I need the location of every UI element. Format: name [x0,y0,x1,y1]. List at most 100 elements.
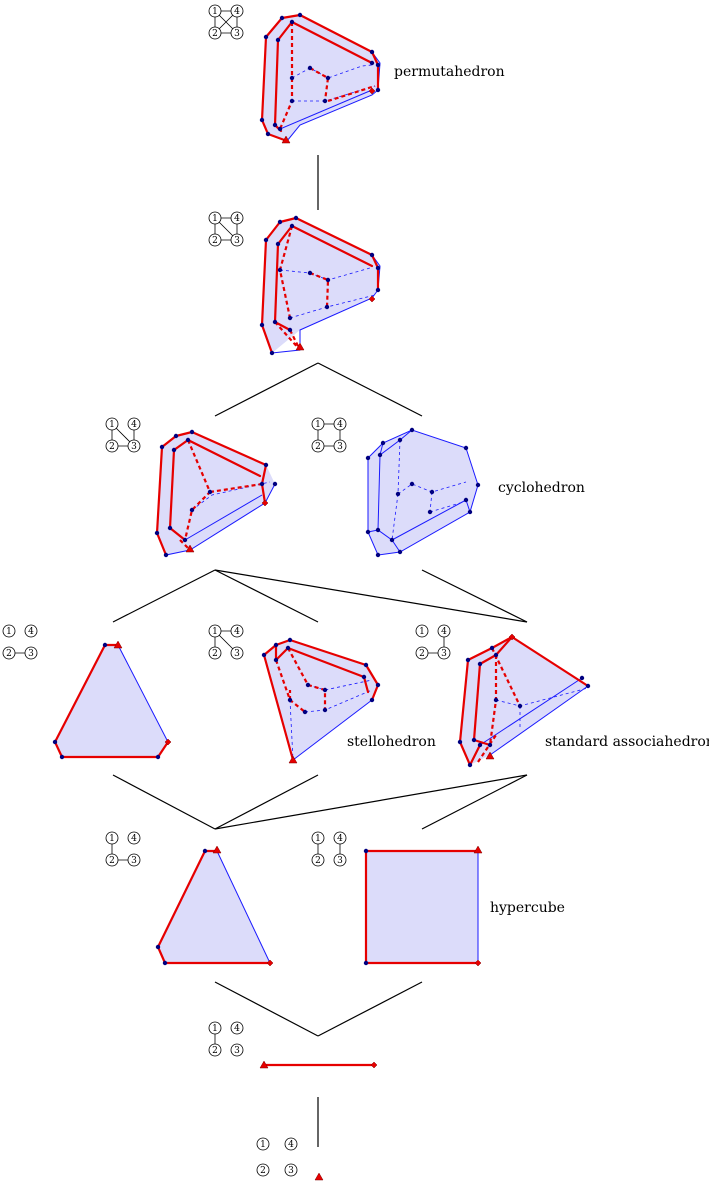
standard-associahedron-polytope [457,633,591,768]
graph-node-1 [105,417,119,431]
row2-polytope [259,215,381,356]
diamond-marker [508,633,516,641]
graph-node-label: 3 [131,856,137,866]
hasse-edge [214,774,319,830]
hasse-edge [214,362,319,417]
graph-node-4 [127,417,141,431]
graph-node-label: 4 [288,1140,294,1150]
graph-node-label: 1 [260,1140,266,1150]
segment-polytope [259,1060,378,1069]
graph-node-2 [105,853,119,867]
graph-node-3 [333,439,347,453]
graph-node-2 [208,1043,222,1057]
hasse-edge [214,774,528,830]
hasse-edge [214,981,319,1037]
standard-associahedron-label: standard associahedron [545,734,709,750]
graph-node-3 [437,646,451,660]
graph-node-4 [24,624,38,638]
graph-node-4 [127,831,141,845]
graph-node-label: 1 [315,420,321,430]
graph-node-3 [284,1163,298,1177]
graph-node-2 [208,26,222,40]
graph-node-1 [311,417,325,431]
hypercube-label: hypercube [490,900,565,916]
g-row2-graph: 1 2 3 4 [208,211,244,247]
graph-node-label: 1 [212,7,218,17]
graph-node-3 [127,853,141,867]
graph-node-3 [230,26,244,40]
cyclohedron-label: cyclohedron [498,480,585,496]
graph-node-label: 2 [6,649,12,659]
graph-node-label: 1 [6,627,12,637]
graph-node-4 [230,4,244,18]
graph-node-label: 1 [109,420,115,430]
graph-node-label: 4 [131,420,137,430]
graph-node-label: 3 [234,1046,240,1056]
g-row4a-graph: 1 2 3 4 [2,624,38,660]
hasse-edge [112,569,216,623]
graph-node-label: 1 [109,834,115,844]
graph-node-label: 4 [234,214,240,224]
diamond-marker [261,499,269,507]
triangle-marker [314,1172,324,1181]
graph-node-2 [105,439,119,453]
graph-node-label: 4 [234,7,240,17]
diamond-marker [164,738,172,746]
graph-node-2 [256,1163,270,1177]
graph-node-1 [208,624,222,638]
graph-node-1 [208,1021,222,1035]
graph-node-1 [415,624,429,638]
vertex-dots [363,848,369,966]
graph-node-label: 4 [337,834,343,844]
graph-node-3 [24,646,38,660]
graph-node-2 [208,233,222,247]
graph-node-4 [230,1021,244,1035]
graph-node-label: 1 [212,627,218,637]
triangle-marker [212,845,222,854]
vertex-dots [52,642,161,760]
graph-node-4 [333,417,347,431]
graph-node-label: 3 [441,649,447,659]
point-polytope [314,1172,324,1181]
vertex-dots [261,637,381,715]
graph-node-label: 3 [28,649,34,659]
hasse-edge [112,774,216,830]
graph-node-2 [311,439,325,453]
graph-node-label: 2 [419,649,425,659]
graph-node-label: 4 [131,834,137,844]
diamond-marker [370,1061,378,1069]
graph-node-label: 2 [315,856,321,866]
diamond-marker [368,87,376,95]
triangle-marker [259,1060,269,1069]
graph-node-label: 4 [28,627,34,637]
graph-node-4 [230,211,244,225]
vertex-dots [365,427,481,558]
graph-node-3 [230,1043,244,1057]
triangle-marker [473,845,483,854]
graph-node-4 [333,831,347,845]
graph-node-label: 2 [212,236,218,246]
triangle-marker [295,342,305,351]
graph-node-label: 2 [212,29,218,39]
graph-node-label: 1 [212,214,218,224]
graph-node-label: 3 [337,856,343,866]
graph-node-1 [311,831,325,845]
hasse-edge [214,569,319,623]
triangle-marker [288,755,298,764]
graph-node-label: 3 [234,236,240,246]
graph-node-label: 4 [441,627,447,637]
graph-node-label: 2 [212,649,218,659]
graph-node-label: 4 [337,420,343,430]
stellohedron-label: stellohedron [347,734,436,750]
graph-node-3 [333,853,347,867]
graph-node-1 [2,624,16,638]
graph-node-label: 4 [234,627,240,637]
graph-node-label: 4 [234,1024,240,1034]
hasse-edge [421,774,528,830]
